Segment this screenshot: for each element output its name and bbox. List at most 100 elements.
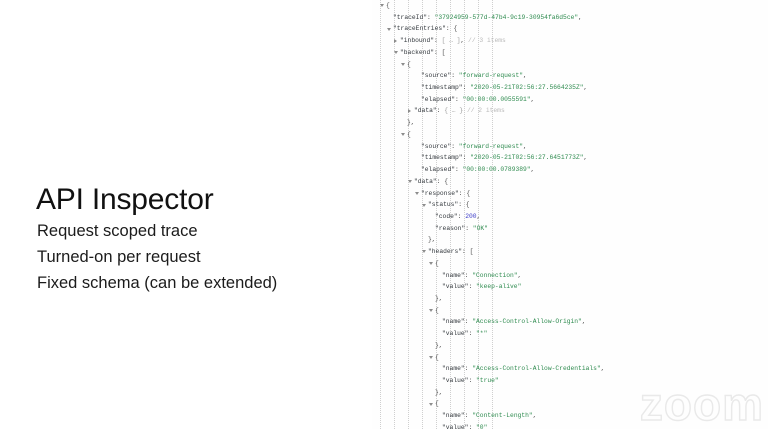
json-token-p: :: [464, 271, 473, 279]
json-line[interactable]: "response": {: [372, 188, 768, 200]
json-line[interactable]: },: [372, 387, 768, 399]
json-line[interactable]: "timestamp": "2020-05-21T02:56:27.566423…: [372, 82, 768, 94]
json-line[interactable]: "value": "true": [372, 375, 768, 387]
indent-guide-5: [450, 0, 451, 429]
json-line[interactable]: "source": "forward-request",: [372, 141, 768, 153]
json-line[interactable]: "code": 200,: [372, 211, 768, 223]
chevron-down-icon[interactable]: [401, 62, 405, 66]
json-line[interactable]: },: [372, 293, 768, 305]
json-token-p: :: [462, 154, 471, 162]
json-token-k: "name": [442, 271, 465, 279]
json-token-k: "backend": [400, 48, 435, 56]
json-line[interactable]: "data": { … } // 2 items: [372, 105, 768, 117]
json-line[interactable]: "timestamp": "2020-05-21T02:56:27.645177…: [372, 152, 768, 164]
json-token-cmt: // 2 items: [466, 107, 505, 115]
json-line[interactable]: {: [372, 129, 768, 141]
json-line[interactable]: "name": "Access-Control-Allow-Credential…: [372, 363, 768, 375]
json-line[interactable]: "value": "0": [372, 422, 768, 429]
json-token-p: :: [468, 377, 477, 384]
json-line[interactable]: },: [372, 117, 768, 129]
json-line[interactable]: "traceEntries": {: [372, 23, 768, 35]
json-line-text: "name": "Access-Control-Allow-Credential…: [442, 363, 605, 375]
json-line[interactable]: {: [372, 59, 768, 71]
json-line[interactable]: {: [372, 258, 768, 270]
json-line[interactable]: "name": "Access-Control-Allow-Origin",: [372, 316, 768, 328]
json-line[interactable]: "inbound": [ … ], // 3 items: [372, 35, 768, 47]
json-line[interactable]: "value": "*": [372, 328, 768, 340]
chevron-down-icon[interactable]: [429, 262, 433, 266]
chevron-down-icon[interactable]: [422, 203, 426, 207]
chevron-down-icon[interactable]: [429, 355, 433, 359]
json-token-p: {: [435, 400, 439, 408]
chevron-down-icon[interactable]: [387, 27, 391, 31]
json-line[interactable]: {: [372, 0, 768, 12]
chevron-down-icon[interactable]: [394, 51, 398, 55]
json-token-k: "source": [421, 72, 452, 80]
json-line[interactable]: {: [372, 352, 768, 364]
json-token-p: },: [435, 341, 443, 349]
chevron-right-icon[interactable]: [394, 38, 397, 43]
json-inspector-panel[interactable]: { "traceId": "37924959-577d-47b4-9c19-309…: [372, 0, 768, 429]
json-line[interactable]: "headers": [: [372, 246, 768, 258]
chevron-down-icon[interactable]: [408, 180, 412, 184]
chevron-right-icon[interactable]: [408, 109, 411, 114]
json-line-text: },: [435, 293, 443, 305]
json-token-p: :: [451, 72, 459, 80]
json-line[interactable]: "backend": [: [372, 47, 768, 59]
json-token-k: "elapsed": [421, 166, 456, 174]
json-token-k: "name": [442, 318, 465, 326]
json-line-text: "elapsed": "00:00:00.0789389",: [421, 164, 534, 176]
json-line[interactable]: },: [372, 340, 768, 352]
chevron-down-icon[interactable]: [380, 4, 384, 8]
json-line[interactable]: "name": "Connection",: [372, 270, 768, 282]
json-line[interactable]: "value": "keep-alive": [372, 281, 768, 293]
json-token-p: : {: [458, 189, 471, 197]
json-token-p: {: [435, 306, 439, 314]
slide-content-panel: API Inspector Request scoped trace Turne…: [0, 0, 372, 429]
json-line[interactable]: "elapsed": "00:00:00.0055591",: [372, 94, 768, 106]
json-line[interactable]: },: [372, 234, 768, 246]
json-line-text: "value": "true": [442, 375, 499, 387]
json-token-p: ,: [460, 37, 469, 45]
json-token-p: :: [468, 330, 477, 338]
json-line[interactable]: "traceId": "37924959-577d-47b4-9c19-3095…: [372, 12, 768, 24]
json-line[interactable]: {: [372, 305, 768, 317]
chevron-down-icon[interactable]: [415, 191, 419, 195]
chevron-down-icon[interactable]: [401, 133, 405, 137]
json-token-k: "data": [414, 107, 437, 115]
json-token-p: : [: [434, 48, 446, 56]
json-line[interactable]: "name": "Content-Length",: [372, 410, 768, 422]
json-token-p: ,: [517, 271, 522, 279]
json-token-p: {: [386, 2, 390, 9]
indent-guide-4: [436, 0, 437, 429]
json-line[interactable]: "status": {: [372, 199, 768, 211]
json-token-s: "2020-05-21T02:56:27.6451773Z": [470, 154, 584, 162]
json-token-k: "value": [442, 283, 469, 291]
json-token-p: :: [434, 37, 442, 45]
chevron-down-icon[interactable]: [422, 250, 426, 254]
json-line[interactable]: "data": {: [372, 176, 768, 188]
json-line-text: "elapsed": "00:00:00.0055591",: [421, 94, 534, 106]
json-token-p: {: [407, 130, 411, 138]
json-token-p: },: [428, 236, 436, 244]
json-line[interactable]: "elapsed": "00:00:00.0789389",: [372, 164, 768, 176]
chevron-down-icon[interactable]: [429, 308, 433, 312]
json-token-s: "OK": [472, 224, 488, 232]
json-token-k: "status": [428, 201, 459, 209]
json-line[interactable]: {: [372, 398, 768, 410]
json-token-s: "keep-alive": [476, 283, 522, 291]
json-token-s: "*": [476, 330, 488, 338]
json-token-k: "reason": [435, 224, 466, 232]
json-token-k: "response": [421, 189, 459, 197]
json-token-k: "code": [435, 212, 458, 220]
json-line-text: {: [407, 59, 411, 71]
chevron-down-icon[interactable]: [429, 402, 433, 406]
json-line[interactable]: "reason": "OK": [372, 223, 768, 235]
json-tree[interactable]: { "traceId": "37924959-577d-47b4-9c19-309…: [372, 0, 768, 429]
indent-guide-6: [464, 0, 465, 429]
json-token-k: "data": [414, 177, 437, 185]
json-token-fold: { … }: [444, 107, 464, 115]
json-token-s: "00:00:00.0789389": [462, 166, 531, 174]
json-token-s: "37924959-577d-47b4-9c19-30954fa6d5ce": [434, 13, 579, 21]
json-line[interactable]: "source": "forward-request",: [372, 70, 768, 82]
